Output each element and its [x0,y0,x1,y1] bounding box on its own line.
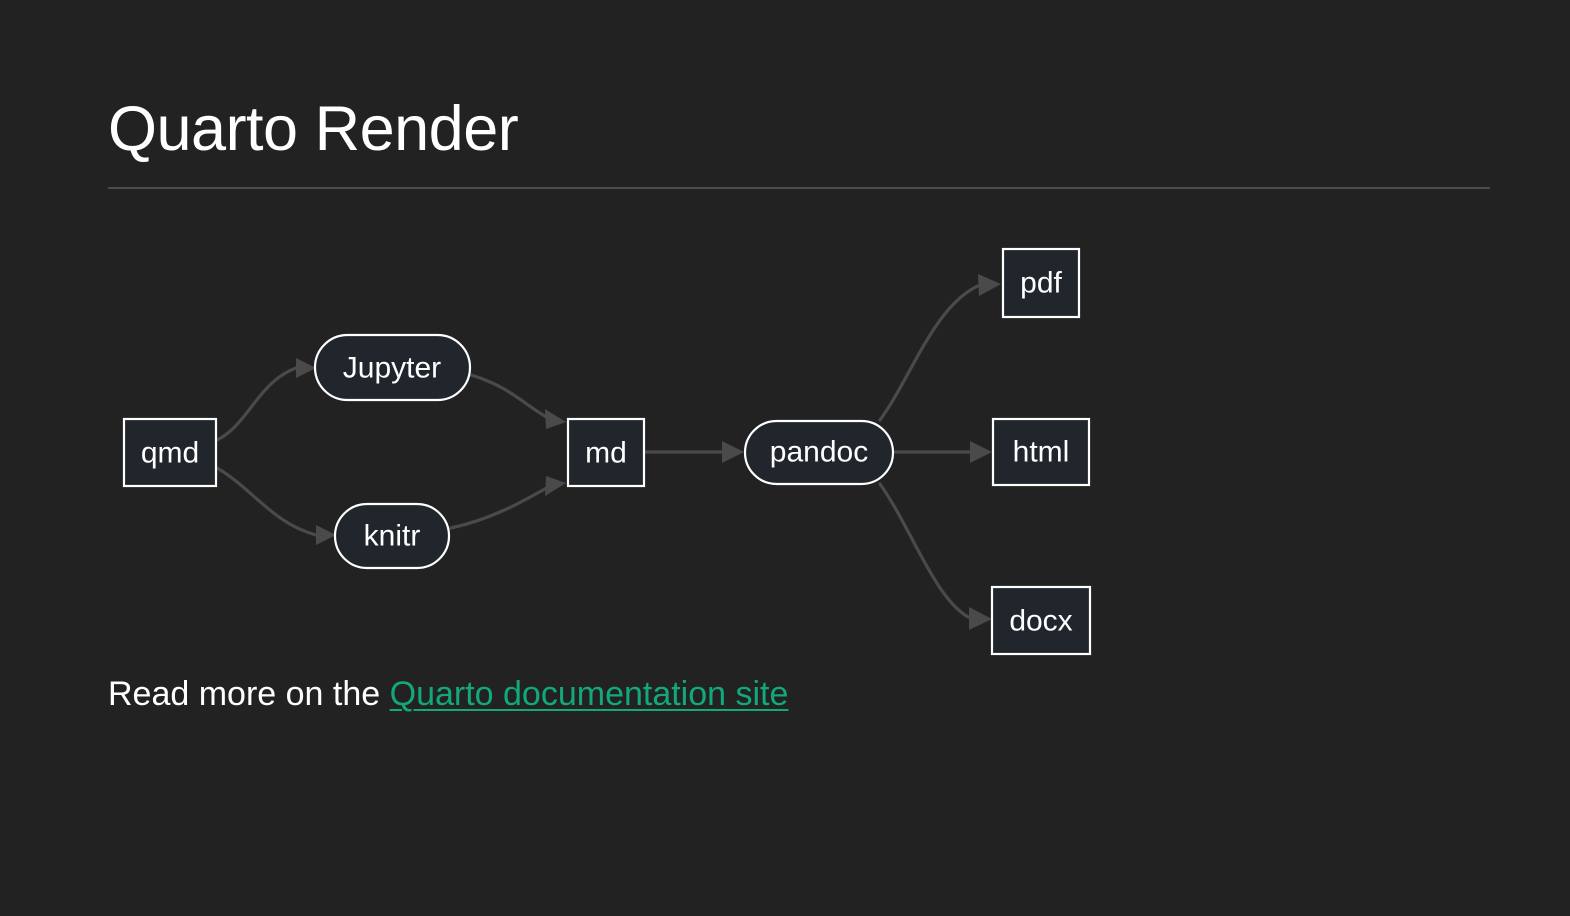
edge-pandoc-to-docx [878,482,992,630]
node-html[interactable]: html [991,417,1091,487]
node-html-label: html [1013,436,1070,469]
edge-knitr-to-md [449,476,566,530]
edge-pandoc-to-pdf [878,274,1001,422]
node-knitr-label: knitr [364,520,421,553]
footer-lead-text: Read more on the [108,675,390,713]
quarto-documentation-link[interactable]: Quarto documentation site [389,675,789,713]
node-pdf-label: pdf [1020,267,1062,300]
page-title: Quarto Render [108,94,519,164]
node-pdf[interactable]: pdf [1001,247,1081,319]
node-docx[interactable]: docx [990,585,1092,656]
edge-jupyter-to-md [469,373,566,429]
edge-pandoc-to-html [892,441,992,463]
node-qmd-label: qmd [141,437,199,470]
edge-qmd-to-jupyter [215,358,316,442]
node-md-label: md [585,437,627,470]
node-knitr[interactable]: knitr [333,502,451,570]
node-qmd[interactable]: qmd [122,417,218,488]
node-jupyter[interactable]: Jupyter [313,333,472,402]
edge-md-to-pandoc [643,441,744,463]
footer-sentence: Read more on the Quarto documentation si… [108,672,788,718]
node-pandoc[interactable]: pandoc [743,419,895,486]
node-jupyter-label: Jupyter [343,352,441,385]
node-docx-label: docx [1009,605,1072,638]
node-md[interactable]: md [566,417,646,488]
node-pandoc-label: pandoc [770,436,868,469]
title-divider [108,187,1490,189]
edge-qmd-to-knitr [215,466,336,545]
